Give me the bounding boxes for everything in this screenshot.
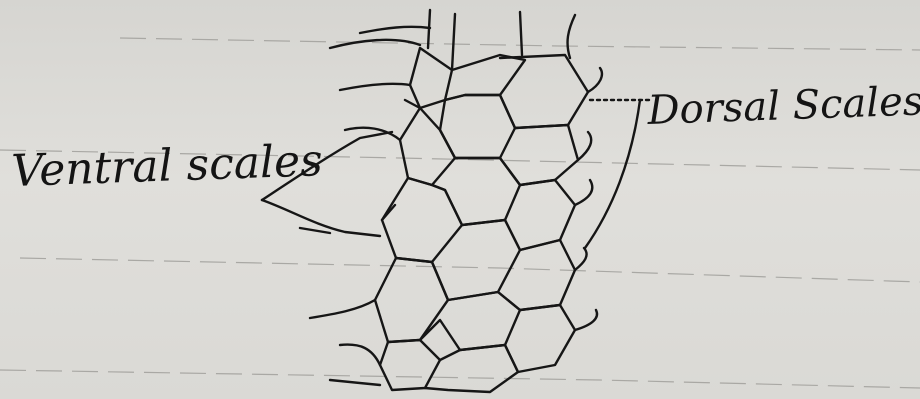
scale-lattice — [310, 10, 602, 392]
dorsal-pointer-line — [585, 100, 650, 248]
ventral-scales-label: Ventral scales — [11, 135, 324, 197]
dorsal-scales-label: Dorsal Scales — [646, 78, 920, 134]
